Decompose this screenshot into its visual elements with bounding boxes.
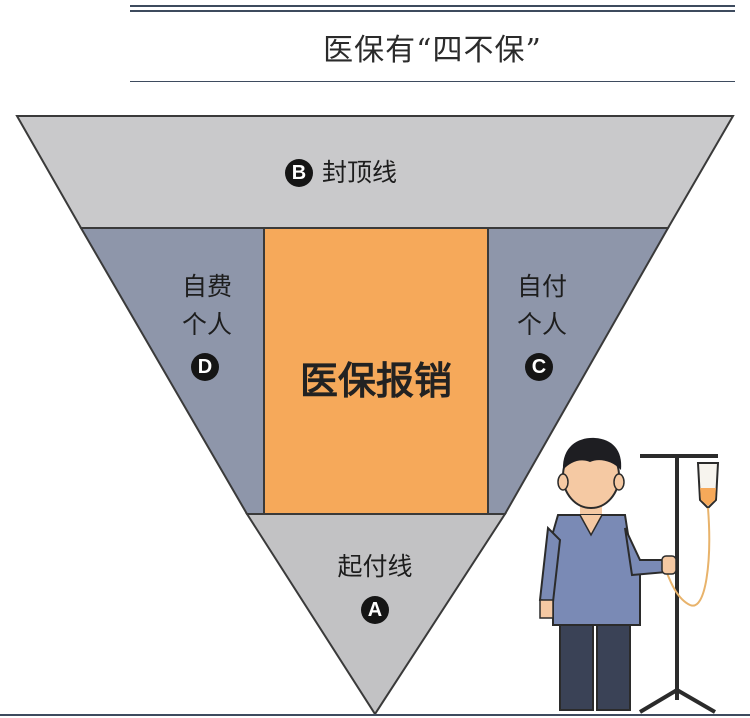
ceiling-line-label: 封顶线 xyxy=(322,158,398,187)
badge-d-icon: D xyxy=(191,353,219,381)
right-band-line1: 自付 xyxy=(516,272,567,301)
page-title: 医保有“四不保” xyxy=(323,33,542,68)
right-band-line2: 个人 xyxy=(516,310,567,339)
patient-with-iv-illustration xyxy=(538,437,720,714)
header-rule-bottom xyxy=(130,81,735,82)
deductible-line-label: 起付线 xyxy=(337,552,413,581)
left-band-line2: 个人 xyxy=(181,310,232,339)
badge-c-icon: C xyxy=(525,353,553,381)
header-rule-top xyxy=(130,5,735,7)
footer-rule xyxy=(0,714,750,716)
left-band-line1: 自费 xyxy=(181,272,232,301)
header-rule-top-second xyxy=(130,10,735,12)
badge-b-icon: B xyxy=(285,159,313,187)
reimbursement-label: 医保报销 xyxy=(299,359,452,403)
badge-a-icon: A xyxy=(361,596,389,624)
center-box xyxy=(263,227,489,515)
